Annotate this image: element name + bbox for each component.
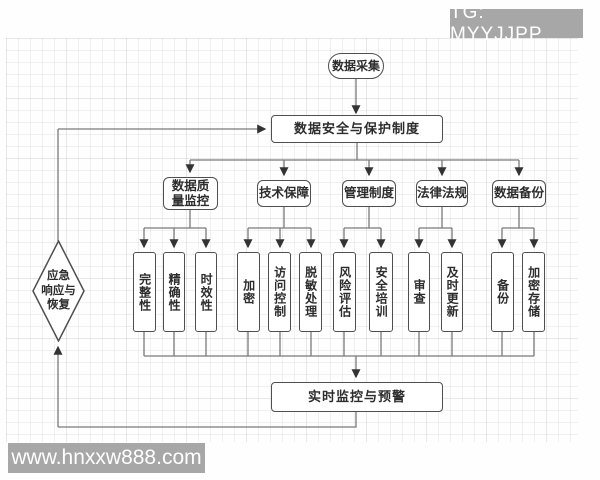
subnode-backup: 备份 [491,252,514,332]
group-laws-regulations: 法律法规 [416,180,468,207]
subnode-security-training: 安全培训 [369,252,393,332]
subnode-accuracy: 精确性 [163,252,185,332]
subnode-review: 审查 [408,252,430,332]
subnode-timeliness: 时效性 [195,252,217,332]
diamond-shape [32,239,85,343]
subnode-timely-update: 及时更新 [441,252,463,332]
node-emergency-response-diamond: 应急 响应与 恢复 [32,239,85,343]
node-realtime-monitoring: 实时监控与预警 [271,382,443,412]
subnode-access-control: 访问控制 [268,252,291,332]
emergency-response-label: 应急 响应与 恢复 [41,270,76,312]
group-management-system: 管理制度 [342,180,396,207]
grid-background [6,38,578,442]
subnode-encrypted-storage: 加密存储 [522,252,545,332]
node-data-collection: 数据采集 [328,53,384,79]
subnode-completeness: 完整性 [133,252,156,332]
group-technical-safeguards: 技术保障 [257,180,311,207]
group-data-backup: 数据备份 [492,180,546,207]
telegram-watermark: TG: MYYJJPP [450,2,583,45]
subnode-encryption: 加密 [237,252,260,332]
website-watermark: www.hnxxw888.com [8,443,205,473]
node-data-security-policy: 数据安全与保护制度 [271,115,443,143]
subnode-data-masking: 脱敏处理 [299,252,322,332]
subnode-risk-assessment: 风险评估 [333,252,356,332]
group-data-quality-monitoring: 数据质 量监控 [163,177,218,210]
